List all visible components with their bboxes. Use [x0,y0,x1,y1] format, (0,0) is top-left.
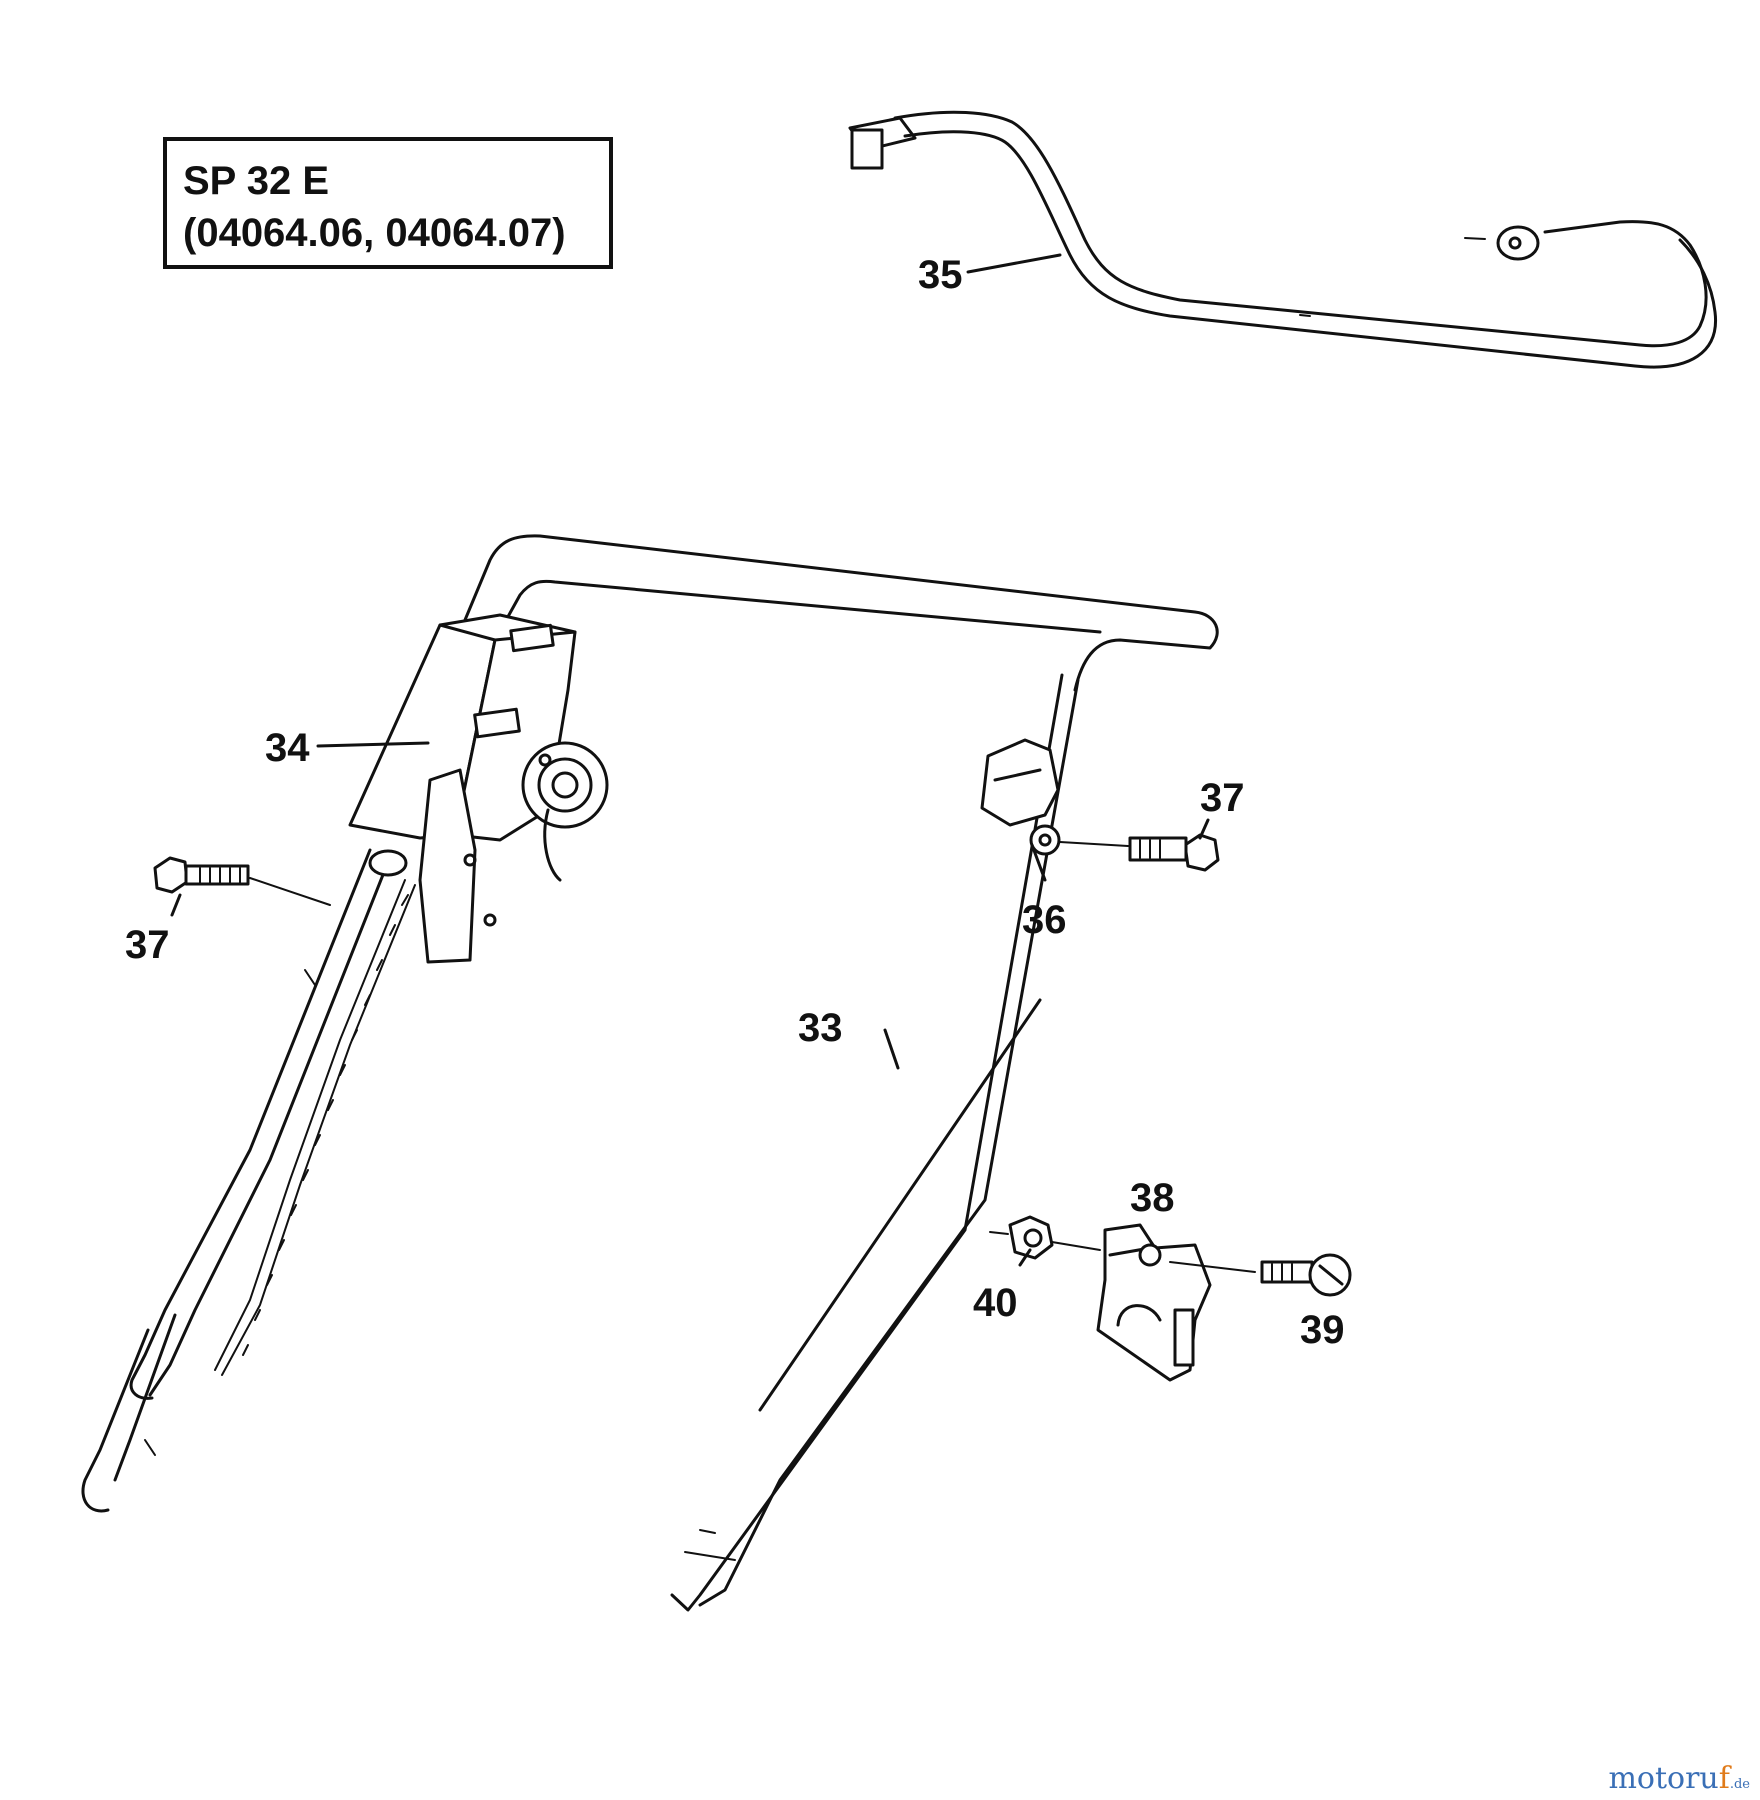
model-title-box: SP 32 E (04064.06, 04064.07) [163,137,613,269]
callout-39: 39 [1300,1308,1345,1352]
part-38-clamp [1039,1223,1256,1382]
part-37-right-bolt [1059,833,1220,872]
callout-35: 35 [918,253,963,297]
callout-34: 34 [265,726,310,770]
leader-lines [170,253,1210,1267]
callout-37-right: 37 [1200,776,1245,820]
part-37-left-bolt [153,856,331,906]
callout-37-left: 37 [125,923,170,967]
watermark-accent: f [1718,1761,1730,1796]
callout-36: 36 [1022,898,1067,942]
part-34-switch-box [348,613,609,964]
model-numbers: (04064.06, 04064.07) [183,211,566,255]
watermark-logo: motoruf.de [1608,1761,1750,1796]
callout-33: 33 [798,1006,843,1050]
model-name: SP 32 E [183,159,330,203]
part-33-lower-handle [81,534,1219,1612]
part-35-upper-handle [848,110,1718,369]
part-40-nut [989,1215,1054,1260]
watermark-tld: .de [1729,1777,1750,1792]
callout-38: 38 [1130,1176,1175,1220]
callout-40: 40 [973,1281,1018,1325]
part-39-screw [1260,1253,1352,1297]
watermark-main: motoru [1608,1761,1719,1796]
